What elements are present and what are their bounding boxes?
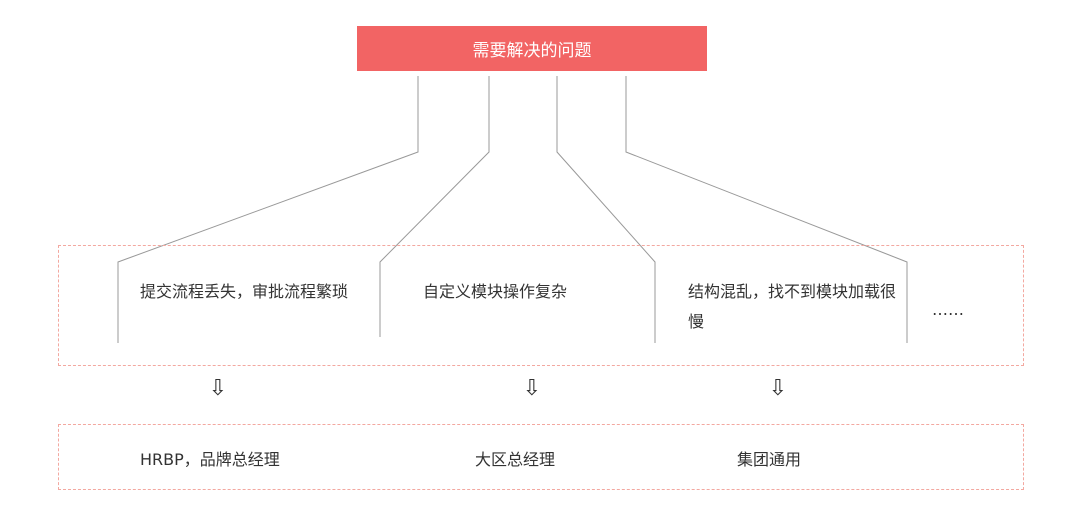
audience-item: 大区总经理 — [475, 450, 556, 469]
problem-title-box: 需要解决的问题 — [357, 26, 707, 71]
connector-line — [556, 76, 656, 343]
down-arrow-icon: ⇩ — [768, 376, 788, 401]
down-arrow-icon: ⇩ — [208, 376, 228, 401]
audience-item: 集团通用 — [737, 450, 802, 469]
connector-line — [379, 76, 490, 337]
problems-group-box — [58, 245, 1024, 366]
problem-item: 结构混乱，找不到模块加载很慢 — [688, 282, 897, 331]
down-arrow-icon: ⇩ — [522, 376, 542, 401]
audience-item: HRBP，品牌总经理 — [140, 450, 280, 469]
connector-line — [625, 76, 908, 343]
audience-group-box — [58, 424, 1024, 490]
problem-item-more: …… — [932, 300, 964, 319]
problem-item: 提交流程丢失，审批流程繁琐 — [140, 282, 349, 301]
connector-line — [117, 76, 419, 343]
problem-item: 自定义模块操作复杂 — [423, 282, 568, 301]
